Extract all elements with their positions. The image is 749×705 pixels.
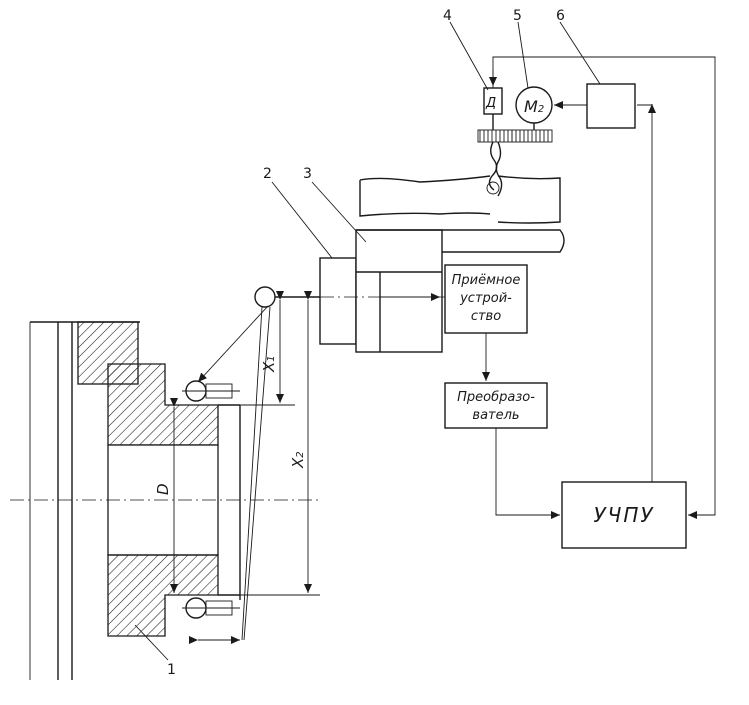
motor-subscript: 2 xyxy=(538,104,544,115)
svg-text:М2: М2 xyxy=(524,97,544,116)
probe-positions xyxy=(182,380,240,619)
dimension-x2: X2 xyxy=(240,291,320,596)
x2-subscript: 2 xyxy=(295,451,306,457)
tool-turret xyxy=(355,175,565,353)
label-1: 1 xyxy=(167,662,176,678)
label-5: 5 xyxy=(513,8,522,24)
dimension-x1: X1 xyxy=(240,291,295,406)
drive-block xyxy=(586,83,636,129)
label-4: 4 xyxy=(443,8,452,24)
measuring-stylus xyxy=(189,286,320,644)
sensor-label: Д xyxy=(485,96,496,111)
probe-head xyxy=(319,257,357,345)
leader-lines xyxy=(134,21,601,661)
receiver-line-1: Приёмное xyxy=(452,273,521,288)
x1-subscript: 1 xyxy=(266,355,277,361)
converter-block: Преобразо- ватель xyxy=(444,382,548,429)
label-6: 6 xyxy=(556,8,565,24)
gear-train xyxy=(477,114,553,197)
svg-text:X2: X2 xyxy=(289,451,307,469)
converter-line-2: ватель xyxy=(472,408,519,423)
cnc-unit-block: УЧПУ xyxy=(561,481,687,549)
motor-label: М xyxy=(524,97,538,116)
diameter-dimension: D xyxy=(154,398,178,593)
label-2: 2 xyxy=(263,166,272,182)
converter-line-1: Преобразо- xyxy=(457,390,535,405)
receiver-block: Приёмное устрой- ство xyxy=(444,264,528,334)
receiver-line-2: устрой- xyxy=(459,291,512,306)
x2-label: X xyxy=(289,457,307,469)
cnc-unit-label: УЧПУ xyxy=(593,503,654,527)
receiver-line-3: ство xyxy=(471,309,501,324)
stylus-ball xyxy=(254,286,276,308)
signal-lines xyxy=(482,56,716,519)
diameter-label: D xyxy=(154,483,172,495)
label-3: 3 xyxy=(303,166,312,182)
svg-text:X1: X1 xyxy=(260,355,278,373)
sensor-unit: Д xyxy=(483,87,503,115)
x1-label: X xyxy=(260,361,278,373)
motor-unit: М2 xyxy=(515,86,553,124)
workpiece xyxy=(10,363,320,637)
